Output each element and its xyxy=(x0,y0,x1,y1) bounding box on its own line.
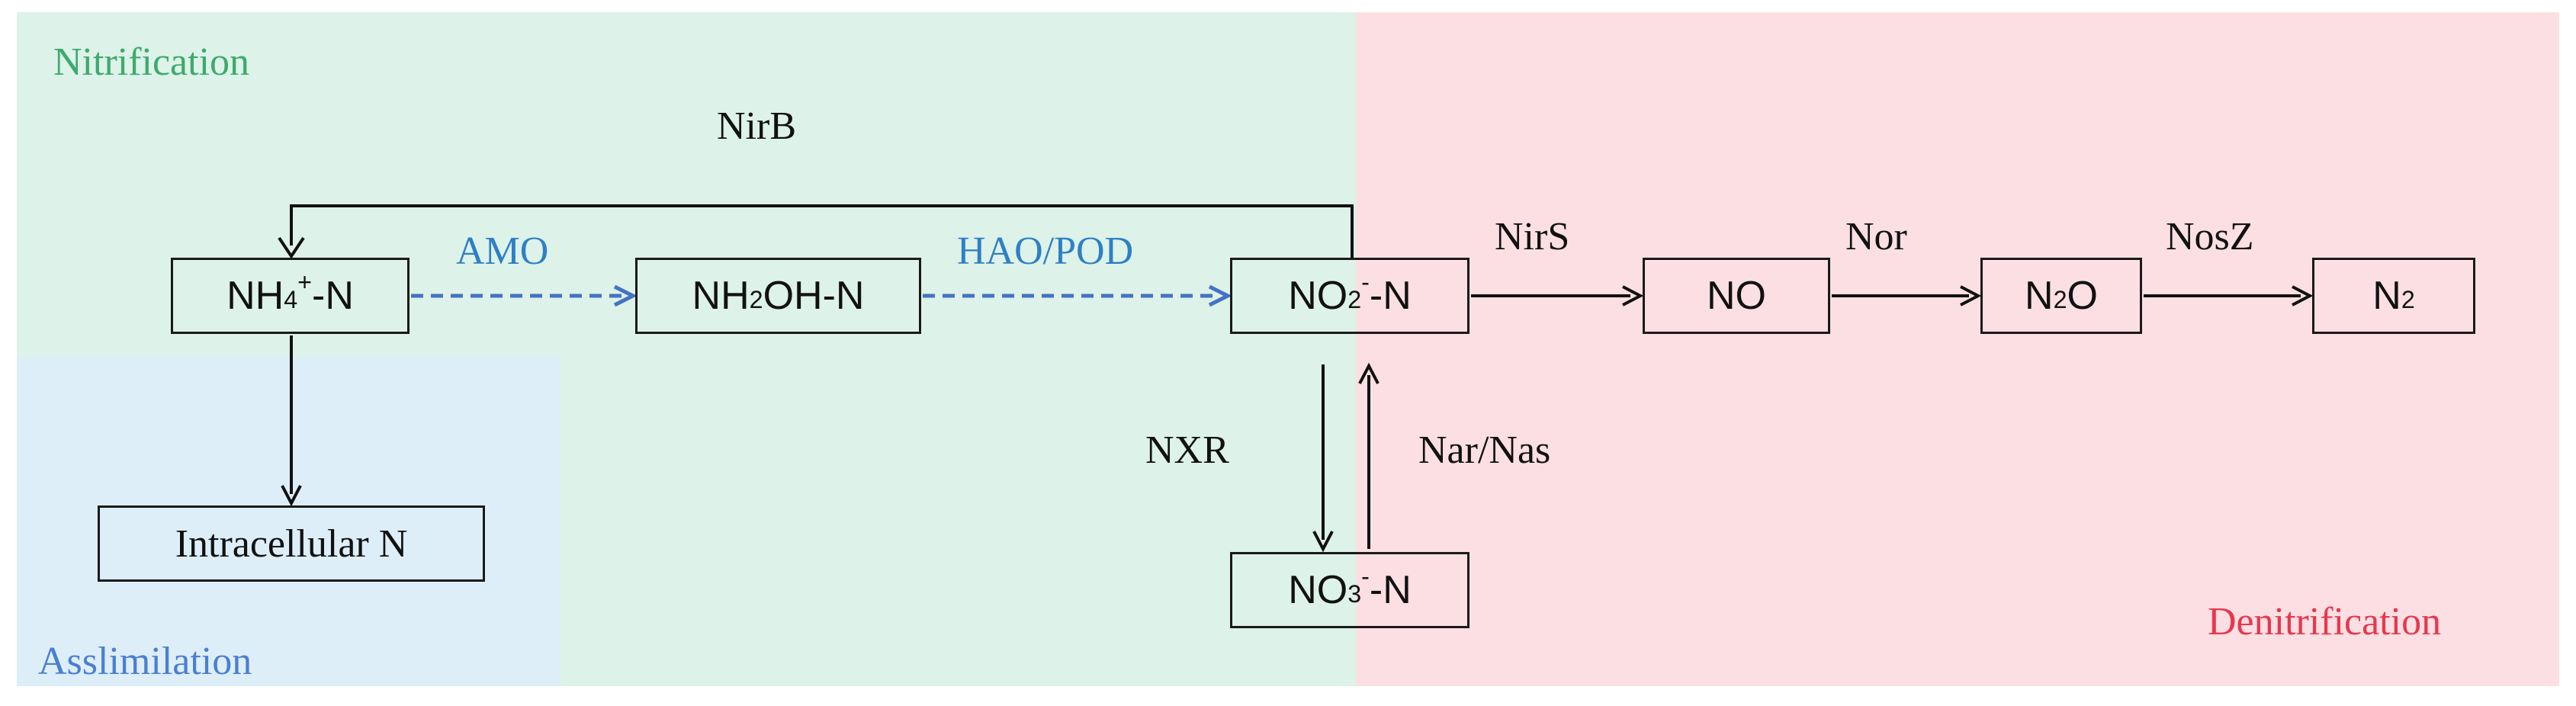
node-hydroxylamine-suffix: OH-N xyxy=(763,274,865,318)
node-hydroxylamine-sub: 2 xyxy=(749,286,763,314)
node-nitrite-sub: 2 xyxy=(1347,286,1362,314)
enzyme-label-nar-nas: Nar/Nas xyxy=(1418,428,1551,472)
enzyme-label-nor: Nor xyxy=(1845,215,1907,258)
node-nitric-oxide-label: NO xyxy=(1707,274,1766,318)
node-dinitrogen-sub: 2 xyxy=(2401,286,2415,314)
node-nitrite-base: NO xyxy=(1288,274,1348,318)
node-nitrate-sub: 3 xyxy=(1347,580,1362,608)
node-nitrate-suffix: -N xyxy=(1369,568,1412,612)
node-nitrous-oxide-sub: 2 xyxy=(2053,286,2067,314)
node-dinitrogen-base: N xyxy=(2372,274,2401,318)
node-nitrate-sup: - xyxy=(1361,562,1370,590)
node-nitrite-suffix: -N xyxy=(1369,274,1412,318)
assimilation-region xyxy=(17,357,560,686)
enzyme-label-amo: AMO xyxy=(456,229,549,273)
node-nitrate-base: NO xyxy=(1288,568,1348,612)
node-intracellular-n-label: Intracellular N xyxy=(175,521,408,566)
node-ammonium-sub: 4 xyxy=(284,286,298,314)
node-ammonium-suffix: -N xyxy=(312,274,354,318)
enzyme-label-nosz: NosZ xyxy=(2166,215,2254,258)
enzyme-label-nxr: NXR xyxy=(1145,428,1229,472)
enzyme-label-nirb: NirB xyxy=(717,104,796,148)
node-nitric-oxide: NO xyxy=(1643,258,1830,334)
enzyme-label-hao-pod: HAO/POD xyxy=(957,229,1134,273)
enzyme-label-nirs: NirS xyxy=(1495,215,1570,258)
node-nitrous-oxide-base: N xyxy=(2025,274,2054,318)
node-nitrite-sup: - xyxy=(1361,268,1370,296)
node-ammonium-base: NH xyxy=(226,274,284,318)
denitrification-label: Denitrification xyxy=(2208,600,2442,643)
denitrification-region xyxy=(1356,12,2559,686)
node-ammonium-sup: + xyxy=(297,268,312,296)
node-nitrous-oxide-suffix: O xyxy=(2067,274,2098,318)
assimilation-label: Asslimilation xyxy=(38,640,252,683)
node-intracellular-n: Intracellular N xyxy=(98,505,485,582)
node-hydroxylamine-base: NH xyxy=(692,274,750,318)
nitrification-label: Nitrification xyxy=(53,40,250,84)
